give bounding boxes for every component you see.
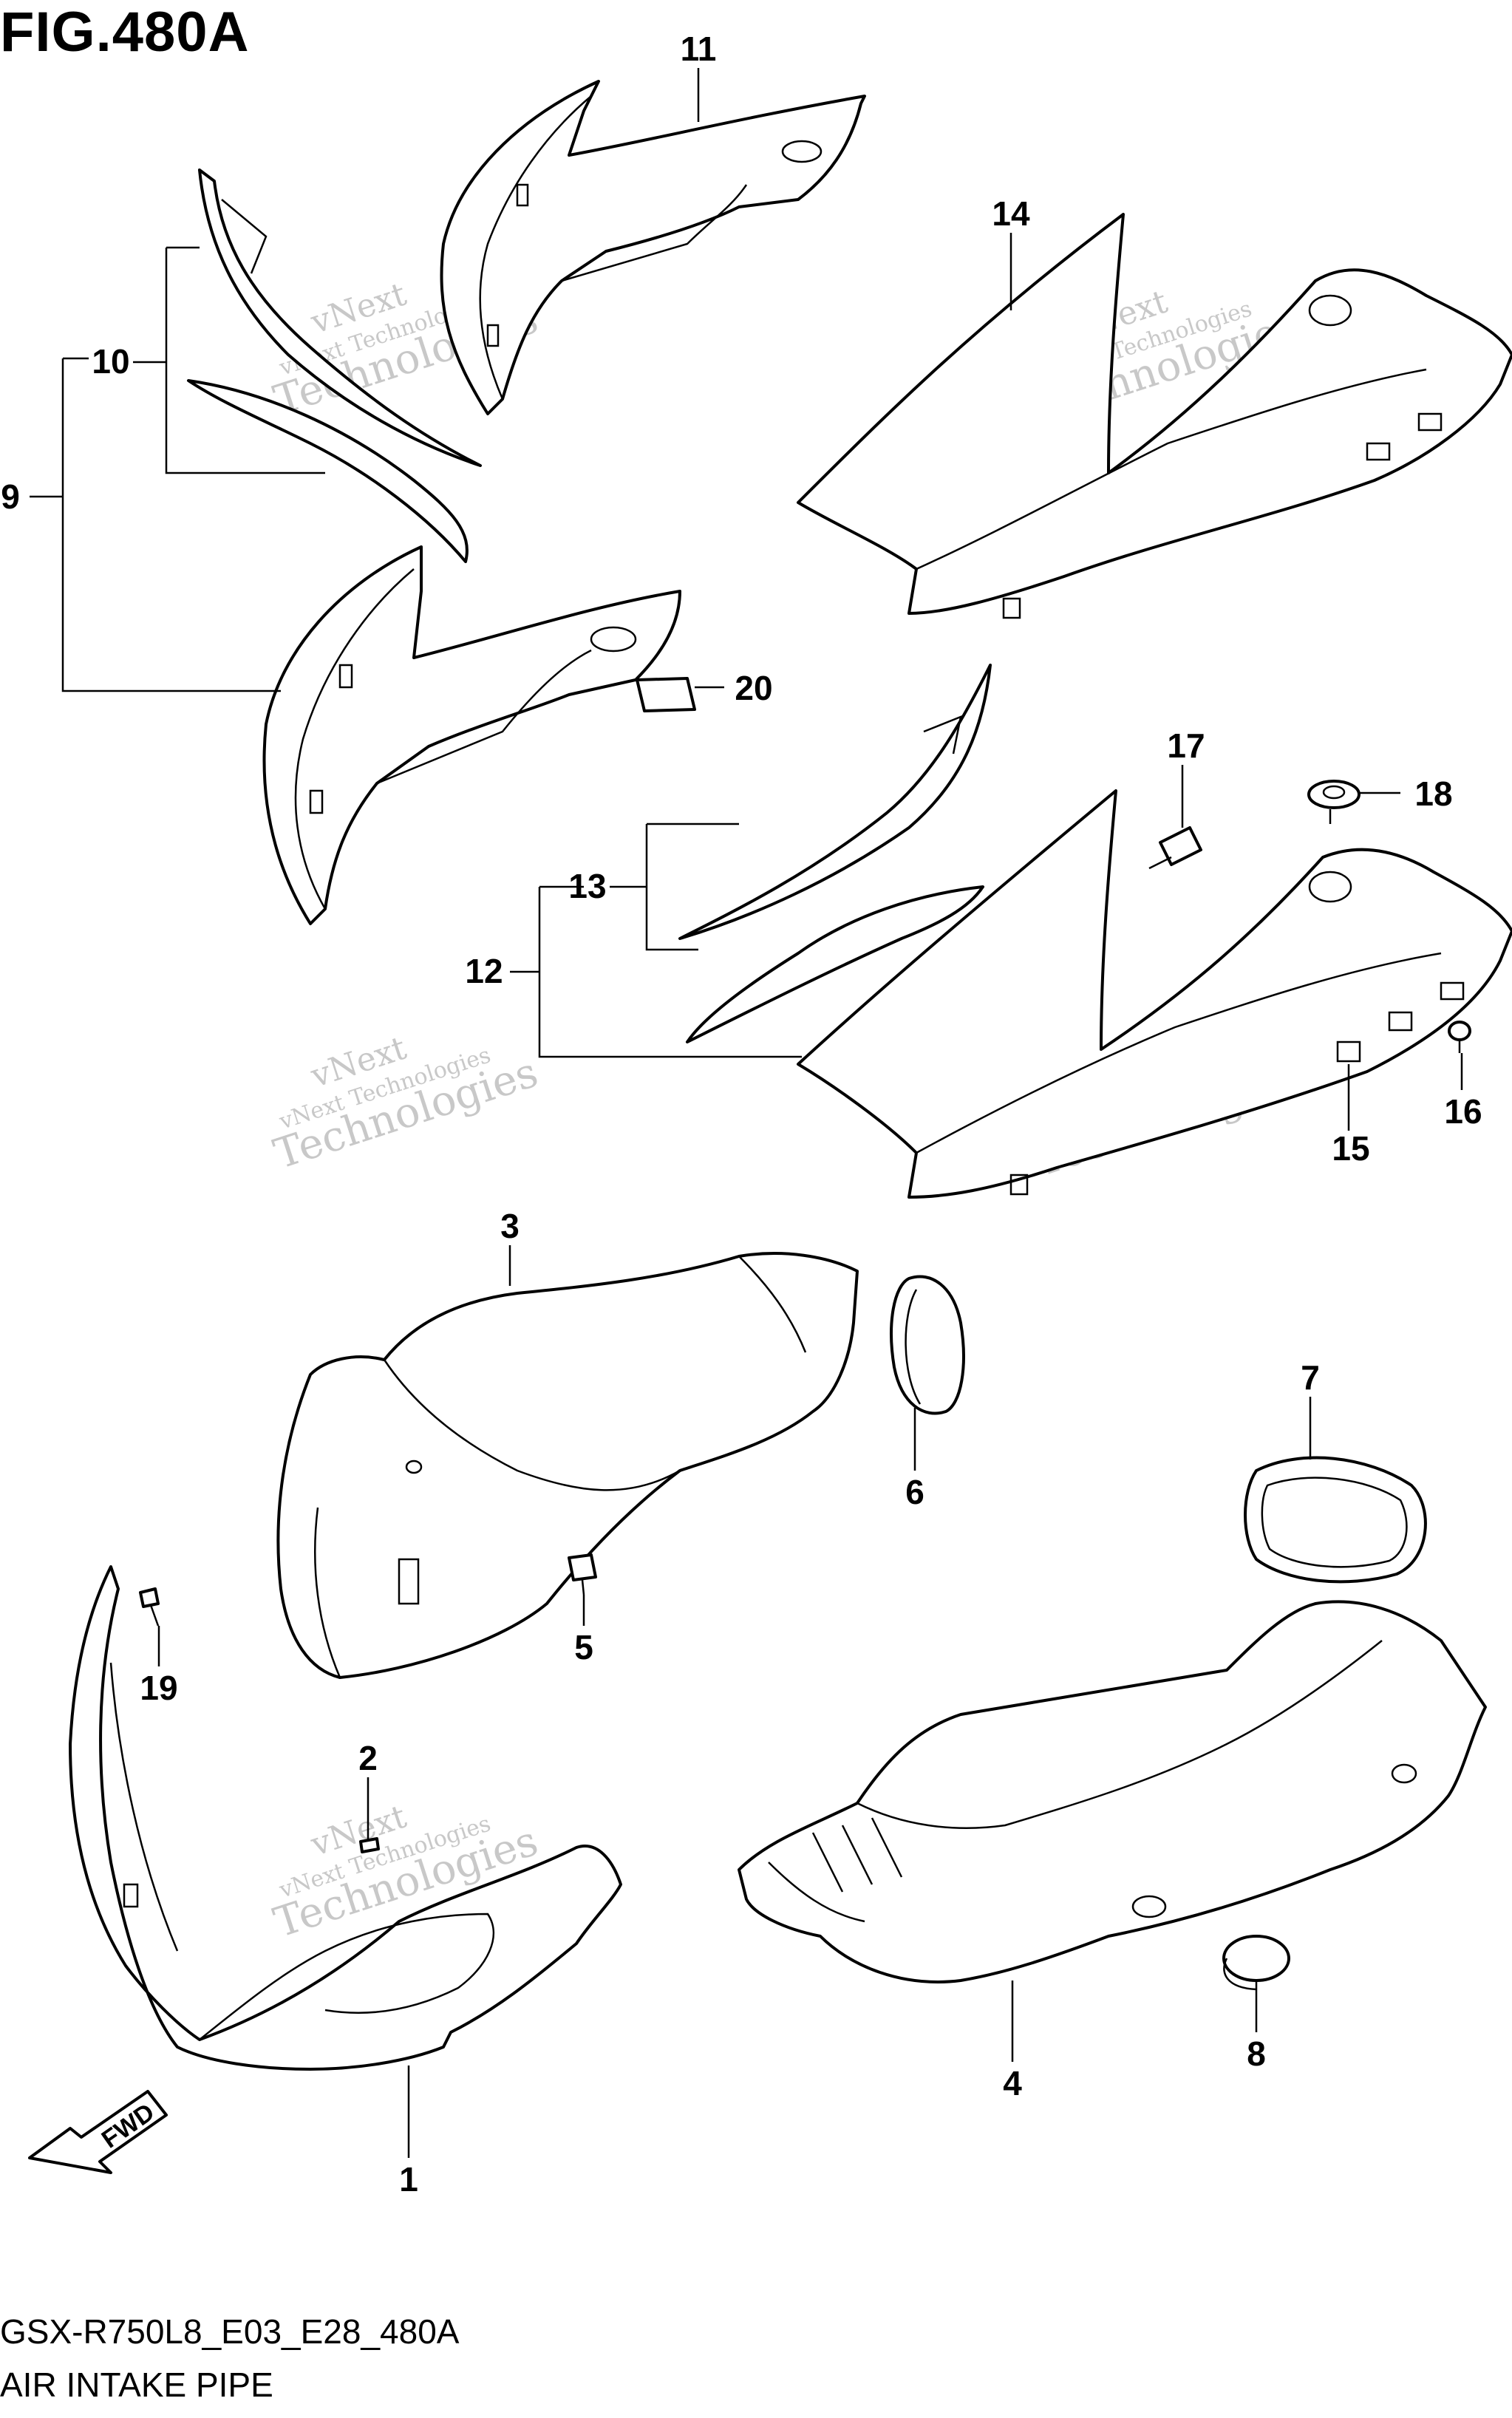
part-17-screw xyxy=(1148,826,1202,870)
part-3-intake-duct xyxy=(276,1252,859,1679)
callout-18: 18 xyxy=(1414,774,1452,813)
callout-11: 11 xyxy=(681,30,717,68)
part-10-decal-set xyxy=(187,168,482,563)
callout-10: 10 xyxy=(92,342,129,381)
fwd-arrow: FWD xyxy=(28,2090,168,2174)
callout-13: 13 xyxy=(568,867,606,905)
callout-19: 19 xyxy=(140,1669,177,1707)
part-16-clip xyxy=(1448,1021,1471,1053)
callout-5: 5 xyxy=(574,1628,593,1666)
part-18-grommet xyxy=(1307,780,1361,824)
part-20-label xyxy=(636,677,696,712)
callout-9: 9 xyxy=(1,477,20,516)
section-name: AIR INTAKE PIPE xyxy=(0,2366,273,2404)
callout-6: 6 xyxy=(905,1473,924,1511)
callout-1: 1 xyxy=(399,2160,418,2199)
part-13-decal-set xyxy=(678,664,992,1043)
part-11-side-cover xyxy=(440,80,866,415)
callout-20: 20 xyxy=(735,669,772,707)
part-6-seal xyxy=(890,1275,965,1415)
callout-14: 14 xyxy=(992,194,1030,233)
part-9-side-cover xyxy=(262,545,681,925)
callout-3: 3 xyxy=(500,1207,520,1245)
part-5-clip xyxy=(568,1553,597,1595)
callout-2: 2 xyxy=(358,1739,378,1777)
part-7-seal xyxy=(1244,1456,1427,1584)
part-19-screw xyxy=(139,1587,160,1627)
part-4-intake-duct xyxy=(738,1600,1487,1983)
part-14-lower-cowl xyxy=(797,213,1512,619)
callout-4: 4 xyxy=(1003,2064,1022,2102)
callout-15: 15 xyxy=(1332,1129,1369,1168)
leader-lines xyxy=(30,68,1463,2158)
callout-17: 17 xyxy=(1167,726,1205,765)
callout-16: 16 xyxy=(1444,1092,1482,1131)
model-code: GSX-R750L8_E03_E28_480A xyxy=(0,2312,460,2351)
part-2-clip xyxy=(359,1837,380,1853)
part-8-plug xyxy=(1222,1935,1290,1991)
watermark-3: vNext vNext Technologies Technologies xyxy=(268,1029,544,1179)
figure-title: FIG.480A xyxy=(0,1,250,64)
callout-12: 12 xyxy=(465,952,503,990)
callout-8: 8 xyxy=(1247,2034,1266,2073)
callout-labels: 11 10 9 20 14 17 18 13 12 15 16 3 6 7 5 … xyxy=(1,30,1482,2199)
callout-7: 7 xyxy=(1301,1358,1320,1397)
part-12-lower-cowl xyxy=(797,789,1512,1199)
part-1-duct-frame xyxy=(69,1565,622,2071)
